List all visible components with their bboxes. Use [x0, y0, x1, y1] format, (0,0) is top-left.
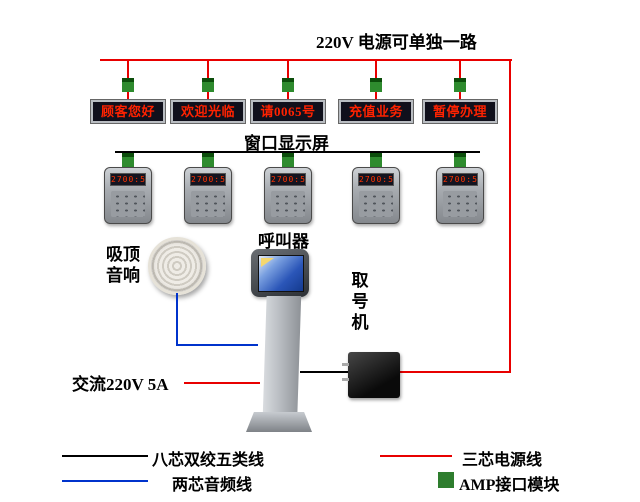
legend-power-line — [380, 455, 452, 457]
kiosk-base — [246, 412, 312, 432]
led-display-4: 充值业务 — [338, 99, 414, 124]
legend-power-label: 三芯电源线 — [462, 452, 543, 469]
caller-keypad — [271, 191, 305, 217]
caller-keypad — [111, 191, 145, 217]
caller-keypad — [191, 191, 225, 217]
legend-amp-swatch — [438, 472, 454, 488]
caller-keypad — [359, 191, 393, 217]
caller-unit-2: 2700:5 — [184, 167, 232, 224]
caller-lcd: 2700:5 — [190, 173, 226, 186]
caller-row-caption: 呼叫器 — [258, 232, 309, 251]
title-label: 220V 电源可单独一路 — [316, 33, 477, 52]
legend-cat5-line — [62, 455, 148, 457]
legend-amp-label: AMP接口模块 — [459, 477, 560, 494]
amp-module-caller-5 — [454, 153, 466, 167]
caller-lcd: 2700:5 — [110, 173, 146, 186]
power-branch-line — [398, 371, 511, 373]
kiosk-screen — [258, 255, 304, 292]
led-display-2: 欢迎光临 — [170, 99, 246, 124]
amp-module-caller-2 — [202, 153, 214, 167]
caller-lcd: 2700:5 — [442, 173, 478, 186]
amp-module-display-4 — [370, 78, 382, 92]
power-feed-label: 交流220V 5A — [72, 375, 169, 394]
ceiling-speaker — [148, 237, 206, 295]
amp-module-display-2 — [202, 78, 214, 92]
caller-unit-3: 2700:5 — [264, 167, 312, 224]
amplifier-pin-2 — [342, 378, 349, 381]
caller-unit-4: 2700:5 — [352, 167, 400, 224]
display-row-caption: 窗口显示屏 — [244, 134, 329, 153]
led-display-5: 暂停办理 — [422, 99, 498, 124]
data-bus-line — [115, 151, 480, 153]
led-display-3: 请0065号 — [250, 99, 326, 124]
kiosk-body — [262, 296, 302, 414]
amplifier-pin-1 — [342, 363, 349, 366]
caller-unit-1: 2700:5 — [104, 167, 152, 224]
power-bus-line — [100, 59, 512, 61]
amp-module-display-5 — [454, 78, 466, 92]
kiosk-amp-data-line — [300, 371, 348, 373]
legend-audio-line — [62, 480, 148, 482]
amp-module-display-1 — [122, 78, 134, 92]
power-feed-line — [184, 382, 260, 384]
legend-audio-label: 两芯音频线 — [172, 477, 253, 494]
power-riser-line — [509, 59, 511, 373]
speaker-label-line1: 吸顶 — [106, 245, 140, 264]
amp-module-caller-4 — [370, 153, 382, 167]
amp-module-display-3 — [282, 78, 294, 92]
amp-module-caller-1 — [122, 153, 134, 167]
caller-lcd: 2700:5 — [358, 173, 394, 186]
led-display-1: 顾客您好 — [90, 99, 166, 124]
amp-module-caller-3 — [282, 153, 294, 167]
legend-cat5-label: 八芯双绞五类线 — [152, 452, 265, 469]
audio-line-vertical — [176, 293, 178, 346]
kiosk-head — [251, 249, 309, 297]
caller-unit-5: 2700:5 — [436, 167, 484, 224]
speaker-label-line2: 音响 — [106, 266, 140, 285]
amplifier-box — [348, 352, 400, 398]
audio-line-horizontal — [176, 344, 258, 346]
kiosk-label: 取号机 — [351, 271, 369, 332]
caller-keypad — [443, 191, 477, 217]
caller-lcd: 2700:5 — [270, 173, 306, 186]
